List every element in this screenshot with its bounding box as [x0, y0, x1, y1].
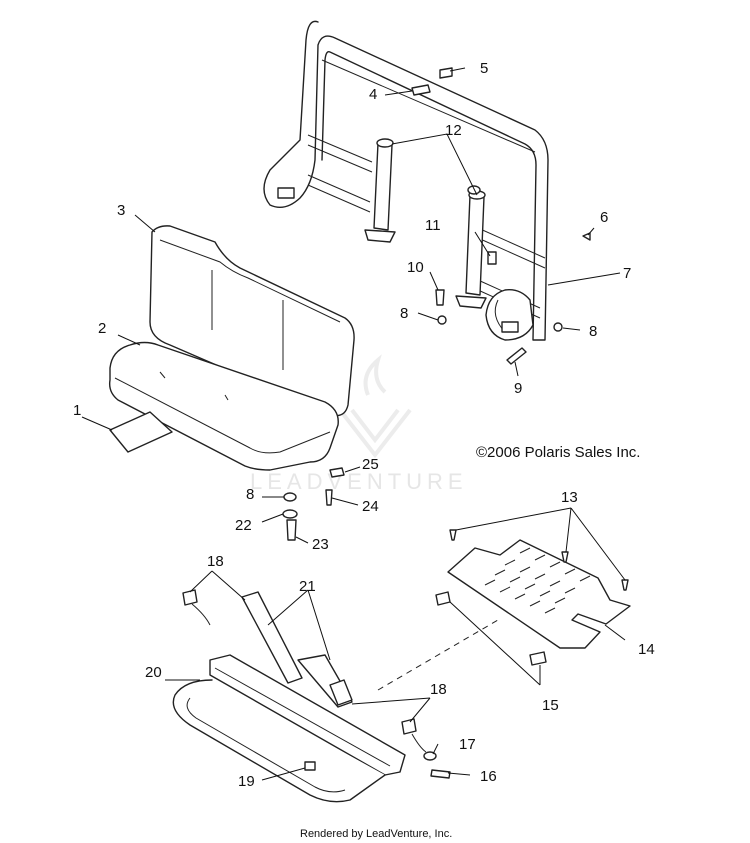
callout-3: 3 — [117, 202, 125, 219]
alignment-line — [377, 619, 499, 691]
support-post-right — [455, 185, 487, 309]
seat-belt-right — [329, 679, 427, 753]
bumper-15-b — [529, 651, 547, 666]
seat-base-frame — [172, 654, 406, 803]
callout-12: 12 — [445, 122, 462, 139]
callout-14: 14 — [638, 641, 655, 658]
callout-16: 16 — [480, 768, 497, 785]
callout-11: 11 — [425, 217, 441, 234]
watermark-text: LEADVENTURE — [250, 469, 468, 494]
callout-2: 2 — [98, 320, 106, 337]
bolt-10 — [435, 289, 445, 306]
plate-slots — [484, 547, 591, 614]
nut-8-left — [437, 315, 447, 325]
callout-9: 9 — [514, 380, 522, 397]
callout-21: 21 — [299, 578, 316, 595]
callout-4: 4 — [369, 86, 377, 103]
bumper-15-a — [435, 591, 451, 606]
screw-13-c — [621, 579, 629, 591]
seat-back — [149, 225, 355, 417]
bolt-9 — [506, 347, 527, 365]
seat-bottom — [108, 341, 339, 471]
rops-frame — [263, 20, 549, 341]
bracket-11 — [487, 251, 497, 265]
pin-24 — [325, 489, 333, 506]
callout-8-c: 8 — [246, 486, 254, 503]
copyright-notice: ©2006 Polaris Sales Inc. — [476, 444, 640, 461]
callout-22: 22 — [235, 517, 252, 534]
callout-8-a: 8 — [400, 305, 408, 322]
label-1 — [109, 411, 173, 453]
washer-22 — [282, 509, 298, 519]
callout-5: 5 — [480, 60, 488, 77]
callout-8-b: 8 — [589, 323, 597, 340]
callout-13: 13 — [561, 489, 578, 506]
callout-6: 6 — [600, 209, 608, 226]
callout-17: 17 — [459, 736, 476, 753]
watermark-logo — [338, 354, 412, 459]
clip-25 — [329, 467, 345, 478]
callout-15: 15 — [542, 697, 559, 714]
callout-20: 20 — [145, 664, 162, 681]
callout-10: 10 — [407, 259, 424, 276]
support-post-left — [364, 138, 396, 243]
callout-18-b: 18 — [430, 681, 447, 698]
footer-credit: Rendered by LeadVenture, Inc. — [300, 828, 452, 840]
leader-lines — [81, 67, 626, 781]
callout-19: 19 — [238, 773, 255, 790]
clip-4 — [411, 84, 431, 96]
callout-7: 7 — [623, 265, 631, 282]
screw-13-a — [449, 529, 457, 541]
pivot-23 — [286, 519, 297, 541]
nut-8-seat — [283, 492, 297, 502]
callout-24: 24 — [362, 498, 379, 515]
callout-25: 25 — [362, 456, 379, 473]
clip-5 — [439, 67, 453, 79]
floor-plate — [447, 539, 631, 649]
bolt-16 — [430, 769, 451, 779]
callout-23: 23 — [312, 536, 329, 553]
nut-8-right — [553, 322, 563, 332]
callout-18-a: 18 — [207, 553, 224, 570]
callout-1: 1 — [73, 402, 81, 419]
nut-17 — [423, 751, 437, 761]
